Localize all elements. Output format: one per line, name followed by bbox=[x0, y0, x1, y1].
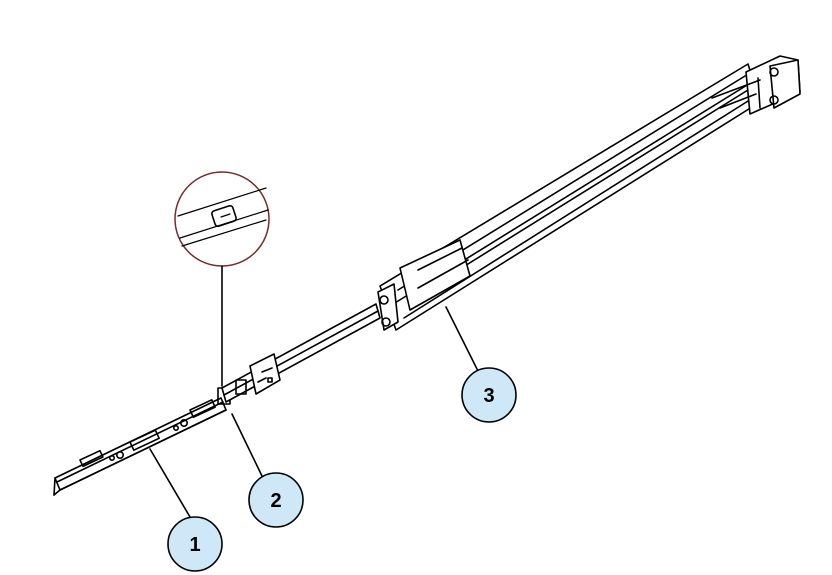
intermediate-rail bbox=[221, 303, 381, 403]
callout-1: 1 bbox=[167, 516, 223, 572]
inner-rail bbox=[53, 387, 231, 496]
callout-3: 3 bbox=[461, 367, 517, 423]
callout-3-label: 3 bbox=[483, 385, 494, 407]
outer-rail bbox=[377, 55, 801, 331]
callout-2: 2 bbox=[248, 472, 304, 528]
callout-2-label: 2 bbox=[270, 490, 281, 512]
leader-lines bbox=[149, 265, 479, 518]
callout-1-label: 1 bbox=[189, 534, 200, 556]
zoom-detail bbox=[174, 171, 270, 267]
